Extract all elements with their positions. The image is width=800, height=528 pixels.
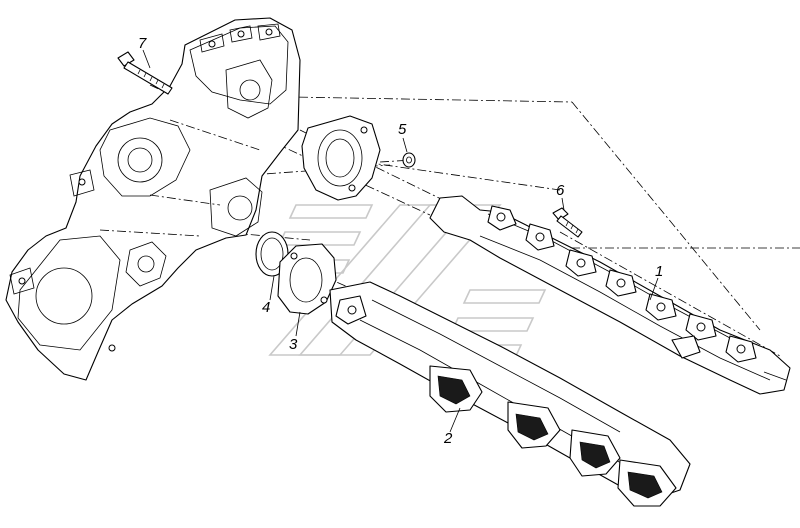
callout-1: 1 <box>655 263 663 280</box>
callout-5: 5 <box>398 121 407 138</box>
callout-labels: 1 2 3 4 5 6 7 <box>138 35 663 447</box>
nut-5 <box>402 152 416 168</box>
callout-2: 2 <box>443 430 453 447</box>
stud-6 <box>552 207 583 238</box>
flange-gasket-3 <box>277 243 337 315</box>
timing-case-housing <box>5 17 301 381</box>
manifold-flange <box>301 115 381 201</box>
exhaust-manifold-2 <box>329 281 691 507</box>
callout-7: 7 <box>138 35 147 52</box>
callout-6: 6 <box>556 182 565 199</box>
leader-lines <box>142 49 659 433</box>
exhaust-manifold-1 <box>429 195 791 395</box>
callout-3: 3 <box>289 336 298 353</box>
bolt-7 <box>117 51 173 95</box>
callout-4: 4 <box>262 299 270 316</box>
